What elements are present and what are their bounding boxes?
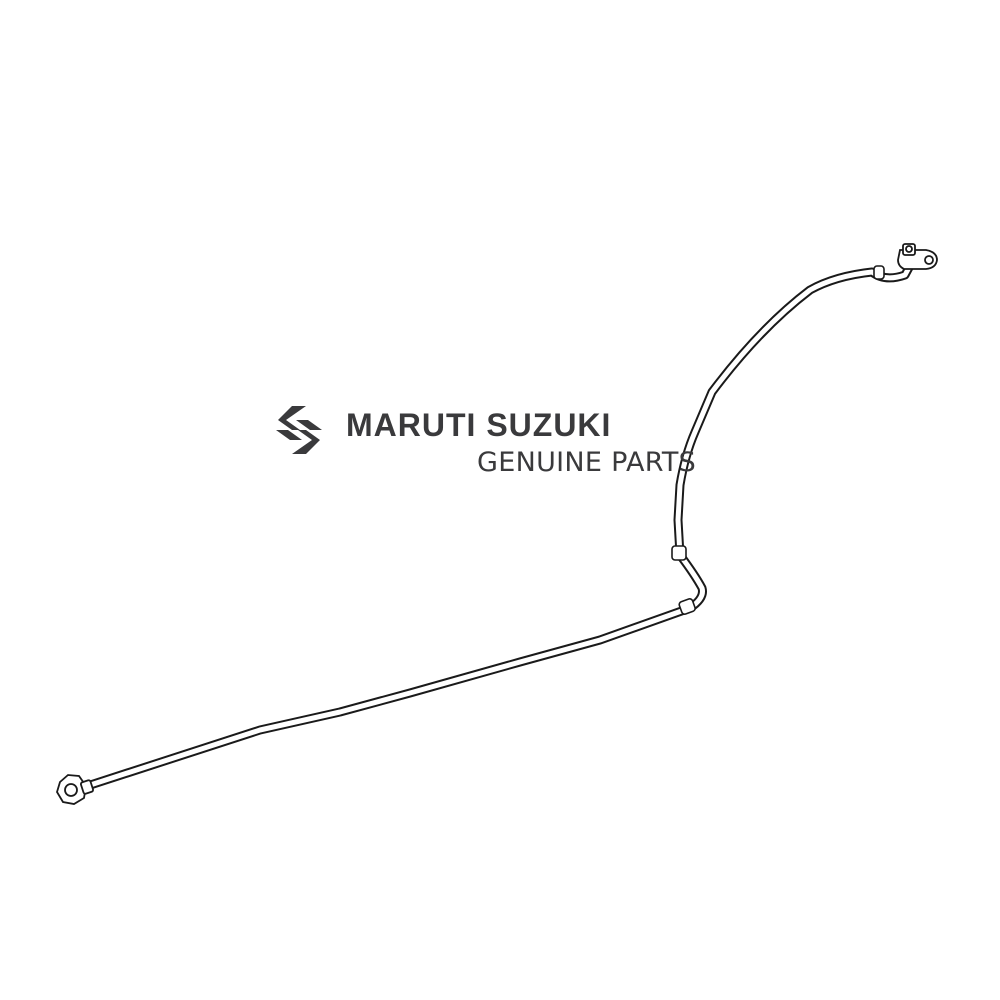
suzuki-s-logo-icon [276, 406, 322, 454]
end-bracket-fitting [897, 243, 938, 270]
end-nut-fitting [56, 774, 94, 805]
pipe-tube-outline [73, 257, 917, 794]
brand-name: MARUTI SUZUKI [346, 407, 612, 443]
brand-tagline: GENUINE PARTS [477, 447, 697, 478]
pipe-tube-inner [75, 259, 915, 792]
sleeve-middle [671, 545, 687, 561]
sleeve-lower [678, 598, 696, 615]
sleeve-upper [873, 265, 885, 280]
